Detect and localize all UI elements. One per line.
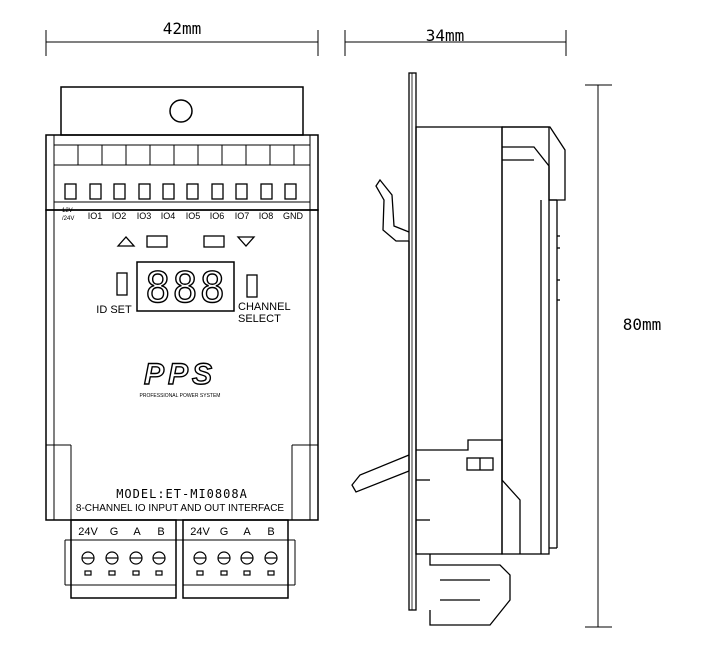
led-indicator-right (203, 235, 225, 248)
bottom-terminal-label: A (133, 526, 141, 538)
supply-label-24v: /24V (62, 216, 74, 222)
select-label: SELECT (238, 313, 281, 325)
bottom-terminal-label: B (157, 526, 164, 538)
id-set-button (116, 272, 128, 296)
bottom-terminal-label: B (267, 526, 274, 538)
height-label: 80mm (623, 315, 662, 334)
terminal-label: IO5 (186, 211, 201, 221)
pps-logo: PPS (144, 358, 216, 391)
width-label: 42mm (163, 19, 202, 38)
height-dimension: 80mm (585, 84, 662, 628)
terminal-label: IO7 (235, 211, 250, 221)
supply-label-12v: 12V (62, 208, 73, 214)
terminal-label: GND (283, 211, 304, 221)
side-front-cover (501, 126, 550, 555)
rail-plate (408, 72, 417, 611)
bottom-terminal-label: 24V (190, 526, 210, 538)
down-arrow-icon (236, 236, 256, 247)
side-terminal-plug (429, 554, 511, 626)
side-view (351, 72, 566, 626)
bottom-terminal-label: G (220, 526, 229, 538)
id-set-label: ID SET (96, 304, 132, 316)
terminal-label: IO6 (210, 211, 225, 221)
bottom-terminal-label: G (110, 526, 119, 538)
terminal-label: IO8 (259, 211, 274, 221)
din-clip-lower (351, 454, 410, 493)
bottom-terminal-screws (81, 551, 278, 576)
model-label: MODEL:ET-MI0808A (116, 487, 248, 501)
terminal-label: IO3 (137, 211, 152, 221)
front-housing (45, 209, 319, 521)
side-bottom-terminal (416, 439, 521, 554)
terminal-label: IO4 (161, 211, 176, 221)
bottom-terminal-block-left (70, 519, 177, 599)
channel-select-button (246, 274, 258, 298)
description-label: 8-CHANNEL IO INPUT AND OUT INTERFACE (76, 503, 285, 514)
seven-segment-display (136, 261, 235, 312)
mounting-hole (169, 99, 193, 123)
display-digits: 888 (145, 263, 227, 312)
bottom-terminal-label: A (243, 526, 251, 538)
depth-label: 34mm (426, 26, 465, 45)
bottom-terminal-block-right (182, 519, 289, 599)
terminal-label: IO1 (88, 211, 103, 221)
led-indicator-left (146, 235, 168, 248)
terminal-label: IO2 (112, 211, 127, 221)
top-terminal-block (45, 134, 319, 211)
up-arrow-icon (116, 236, 136, 247)
depth-dimension: 34mm (344, 26, 567, 56)
front-view: 12V /24V IO1 IO2 IO3 IO4 IO5 IO6 IO7 IO8… (45, 86, 319, 599)
width-dimension: 42mm (45, 19, 319, 56)
top-terminal-screws (64, 183, 297, 200)
side-housing (415, 126, 503, 555)
mounting-tab (60, 86, 304, 136)
channel-label: CHANNEL (238, 301, 291, 313)
din-clip-upper (375, 178, 410, 242)
side-top-terminal (502, 126, 566, 201)
bottom-terminal-label: 24V (78, 526, 98, 538)
logo-subtitle: PROFESSIONAL POWER SYSTEM (140, 393, 221, 399)
